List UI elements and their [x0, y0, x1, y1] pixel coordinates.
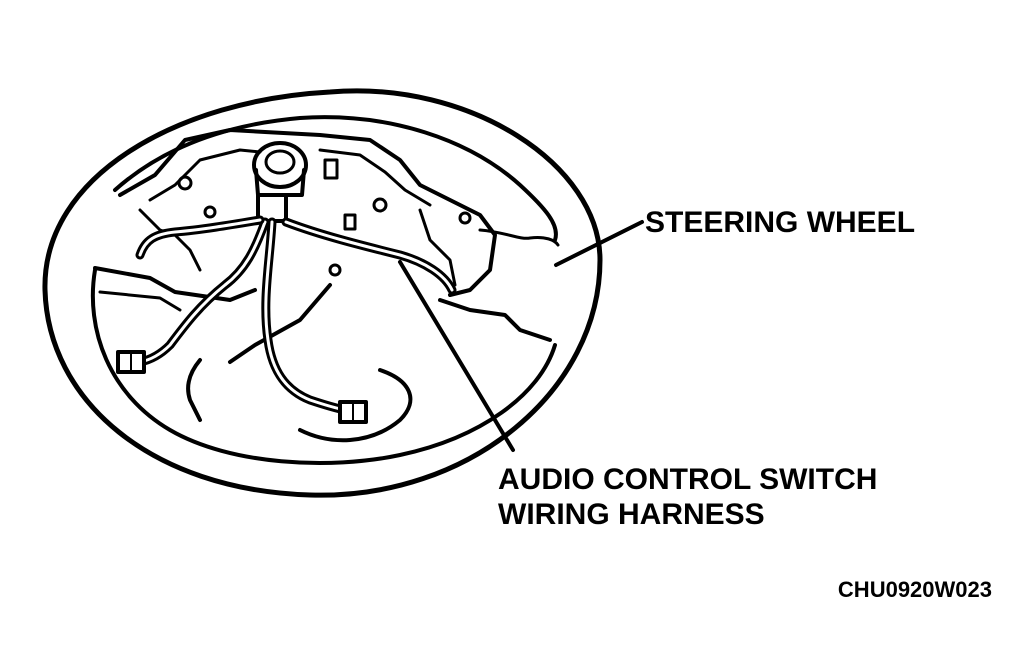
- right-spoke: [438, 298, 552, 342]
- rim-inner-edge: [90, 268, 557, 465]
- boss-right: [372, 197, 388, 213]
- left-spoke: [93, 266, 257, 302]
- harness-branch-spoke-left-inner: [138, 218, 262, 257]
- harness-connector-right: [338, 400, 368, 424]
- harness-branch-spoke-left: [135, 215, 265, 260]
- boss-right-lower: [458, 211, 472, 225]
- lower-spoke-right: [298, 368, 413, 443]
- harness-branch-center-inner: [264, 220, 347, 412]
- figure-code: CHU0920W023: [838, 577, 992, 602]
- harness-label-line2: WIRING HARNESS: [498, 498, 765, 531]
- harness-branch-left-inner: [138, 220, 267, 364]
- lower-spoke: [186, 283, 332, 422]
- boss-center: [328, 263, 342, 277]
- leader-line-harness: [398, 260, 515, 452]
- hub-boss-outer: [252, 141, 308, 189]
- wiring-harness: [116, 193, 457, 424]
- harness-connector-left: [116, 350, 146, 374]
- hub-casting-inner: [148, 148, 432, 207]
- steering-wheel-label: STEERING WHEEL: [645, 206, 915, 239]
- hub-casting: [118, 128, 497, 297]
- rim-inner-edge-upper: [113, 115, 558, 242]
- rim-outer-edge: [42, 88, 603, 498]
- harness-branch-spoke-right-inner: [284, 220, 454, 292]
- hub-casting-right: [418, 208, 457, 287]
- leader-line-steering-wheel: [554, 220, 644, 267]
- steering-wheel-rim: [42, 88, 603, 498]
- steering-wheel-hub: [93, 128, 560, 443]
- right-spoke-upper: [478, 228, 560, 247]
- boss-left-lower: [203, 205, 217, 219]
- harness-label-line1: AUDIO CONTROL SWITCH: [498, 463, 877, 496]
- slot-center: [323, 158, 339, 180]
- hub-boss-inner: [264, 149, 296, 175]
- left-spoke-lower: [98, 290, 182, 312]
- boss-left-upper: [177, 175, 193, 191]
- slot-right: [343, 213, 357, 231]
- leader-lines: [398, 220, 644, 452]
